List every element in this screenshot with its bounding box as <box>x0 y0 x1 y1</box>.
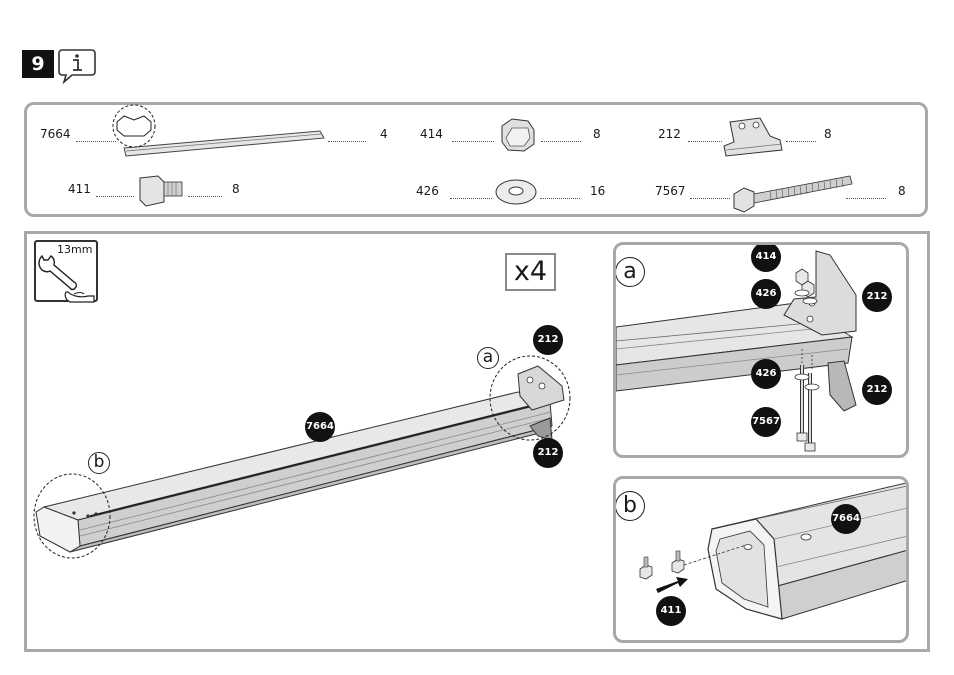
bolt-411-icon <box>139 175 183 207</box>
assembly-panel <box>24 231 930 652</box>
detail-b-label: b <box>616 491 645 521</box>
part-id-7664: 7664 <box>40 127 71 141</box>
quantity-multiplier: x4 <box>505 253 556 291</box>
nut-414-icon <box>501 118 535 152</box>
detail-a-badge-414: 414 <box>751 245 781 272</box>
part-qty-7567: 8 <box>898 184 906 198</box>
detail-a-panel: a 414 426 212 426 212 7567 <box>613 242 909 458</box>
badge-212-top: 212 <box>533 325 563 355</box>
part-id-411: 411 <box>68 182 91 196</box>
part-id-212: 212 <box>658 127 681 141</box>
part-qty-426: 16 <box>590 184 606 198</box>
tool-size-label: 13mm <box>57 243 93 256</box>
part-qty-414: 8 <box>593 127 601 141</box>
detail-b-badge-7664: 7664 <box>831 504 861 534</box>
detail-a-badge-212-bottom: 212 <box>862 375 892 405</box>
bolt-7567-icon <box>733 175 853 213</box>
tool-box <box>34 240 98 302</box>
detail-a-drawing <box>616 250 857 452</box>
rail-assembly-drawing <box>33 355 571 559</box>
part-qty-7664: 4 <box>380 127 388 141</box>
washer-426-icon <box>495 179 537 205</box>
callout-b-main: b <box>88 452 110 474</box>
part-id-414: 414 <box>420 127 443 141</box>
callout-a-main: a <box>477 347 499 369</box>
detail-a-badge-426-top: 426 <box>751 279 781 309</box>
part-id-7567: 7567 <box>655 184 686 198</box>
detail-b-badge-411: 411 <box>656 596 686 626</box>
detail-b-panel: b 7664 411 <box>613 476 909 643</box>
part-id-426: 426 <box>416 184 439 198</box>
detail-a-badge-212-top: 212 <box>862 282 892 312</box>
badge-212-bottom: 212 <box>533 438 563 468</box>
step-number: 9 <box>22 50 54 78</box>
wrench-icon <box>38 254 95 303</box>
detail-a-label: a <box>616 257 645 287</box>
badge-7664: 7664 <box>305 412 335 442</box>
rail-7664-icon <box>112 104 325 157</box>
part-qty-411: 8 <box>232 182 240 196</box>
info-icon <box>58 49 96 85</box>
part-qty-212: 8 <box>824 127 832 141</box>
bracket-212-icon <box>723 117 783 157</box>
detail-a-badge-7567: 7567 <box>751 407 781 437</box>
parts-list-panel <box>24 102 928 217</box>
detail-a-badge-426-bottom: 426 <box>751 359 781 389</box>
